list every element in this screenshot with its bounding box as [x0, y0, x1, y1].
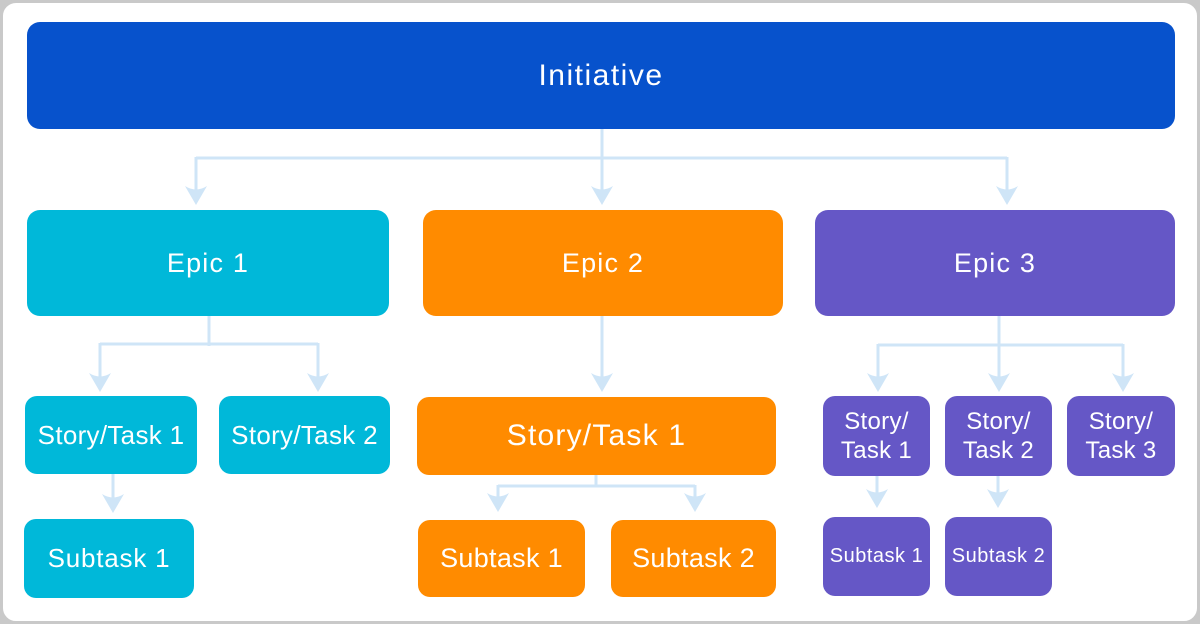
node-epic1-story-2: Story/Task 2: [219, 396, 390, 474]
node-epic3-subtask-2: Subtask 2: [945, 517, 1052, 596]
node-initiative: Initiative: [27, 22, 1175, 129]
story-label-line: Task 2: [962, 437, 1035, 464]
story-label-line: Story/: [1088, 408, 1154, 435]
story-label-line: Story/: [844, 408, 909, 435]
story-label-line: Task 3: [1085, 437, 1157, 464]
node-epic-1: Epic 1: [27, 210, 389, 316]
node-epic3-story-3: Story/ Task 3: [1067, 396, 1175, 476]
node-epic3-story-2: Story/ Task 2: [945, 396, 1052, 476]
node-epic2-subtask-1: Subtask 1: [418, 520, 585, 597]
node-epic-3: Epic 3: [815, 210, 1175, 316]
node-epic1-story-1: Story/Task 1: [25, 396, 197, 474]
story-label-line: Story/: [966, 408, 1031, 435]
node-epic2-story-1: Story/Task 1: [417, 397, 776, 475]
node-epic3-story-1: Story/ Task 1: [823, 396, 930, 476]
story-label-line: Task 1: [840, 437, 913, 464]
node-epic3-subtask-1: Subtask 1: [823, 517, 930, 596]
node-epic1-subtask-1: Subtask 1: [24, 519, 194, 598]
node-epic2-subtask-2: Subtask 2: [611, 520, 776, 597]
node-epic-2: Epic 2: [423, 210, 783, 316]
